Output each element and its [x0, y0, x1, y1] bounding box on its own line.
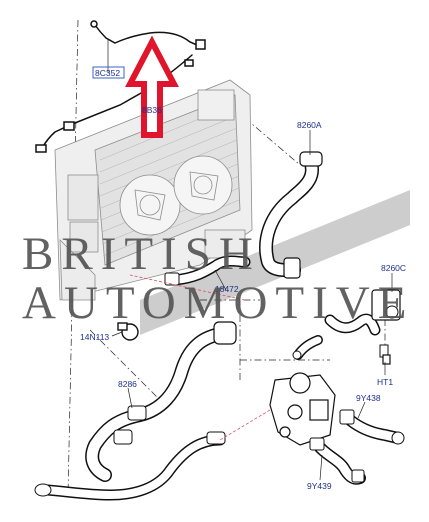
watermark-line-2: AUTOMOTIVE — [22, 277, 414, 329]
sensor-wire — [35, 20, 206, 153]
radiator-assembly — [54, 79, 253, 301]
leader-lines — [107, 40, 393, 481]
hose-9y438 — [339, 409, 405, 445]
thermostat-housing — [269, 372, 336, 446]
callout-8c352: 8C352 — [95, 68, 120, 78]
callout-8286: 8286 — [118, 379, 137, 389]
highlight-arrow-icon — [125, 35, 179, 138]
hose-18472 — [164, 255, 251, 286]
callout-highlight-box — [92, 66, 125, 79]
callout-8260a: 8260A — [297, 120, 322, 130]
lower-hose-8286 — [85, 321, 237, 482]
upper-hose-8260a — [259, 151, 323, 279]
callout-9y438: 9Y438 — [356, 393, 381, 403]
callout-9y439: 9Y439 — [307, 481, 332, 491]
bolt-ht1 — [382, 354, 391, 365]
hose-9y439 — [309, 437, 366, 485]
hose-8260c — [292, 289, 401, 360]
callout-8260c: 8260C — [381, 263, 406, 273]
callout-ht1: HT1 — [377, 377, 393, 387]
callout-8b36: 8B36 — [142, 105, 162, 115]
callout-14n113: 14N113 — [80, 332, 109, 342]
watermark-line-1: BRITISH — [22, 228, 261, 280]
lower-return-hose — [34, 431, 226, 501]
callout-18472: 18472 — [215, 284, 239, 294]
